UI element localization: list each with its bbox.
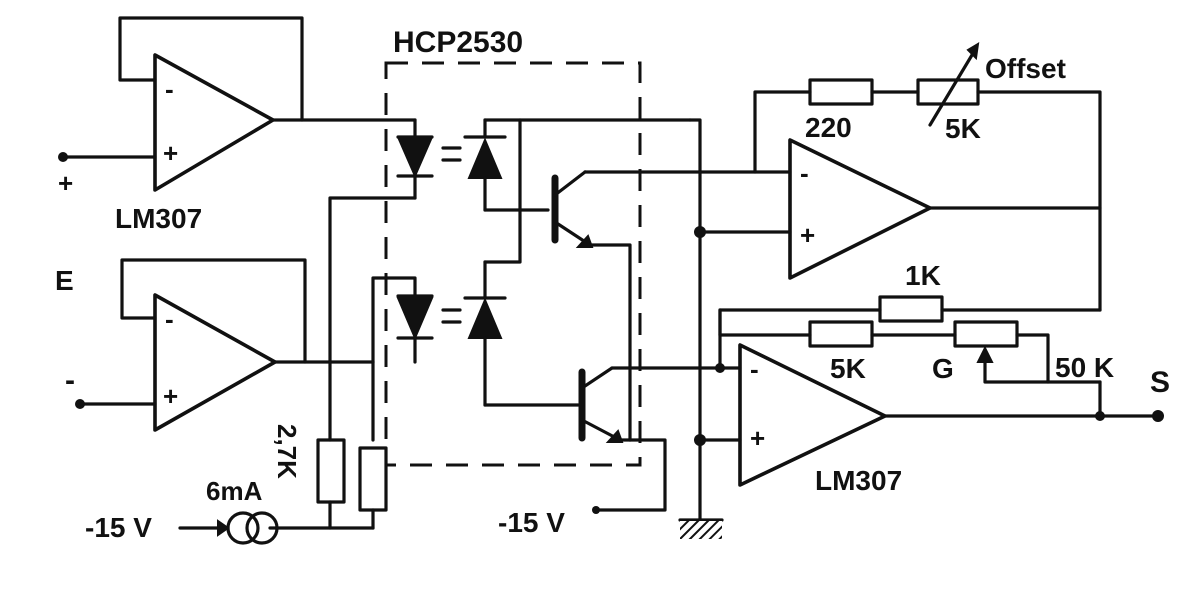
- supply-left-label: -15 V: [85, 512, 152, 543]
- svg-text:+: +: [163, 138, 178, 168]
- potentiometer-gain: [953, 320, 1102, 384]
- resistor-1k: [718, 295, 1102, 370]
- output-label: S: [1150, 366, 1170, 399]
- gain-label: G: [932, 353, 954, 384]
- transistor-1: [518, 118, 792, 522]
- photodiode-2: [463, 260, 580, 407]
- resistor-5k-offset-label: 5K: [945, 113, 981, 144]
- opamp-buffer-bottom: - +: [153, 293, 277, 432]
- input-plus-label: +: [58, 168, 73, 198]
- svg-text:+: +: [163, 381, 178, 411]
- input-name-label: E: [55, 265, 74, 296]
- svg-text:+: +: [750, 423, 765, 453]
- current-source: [178, 511, 279, 545]
- resistor-5k-gain-label: 5K: [830, 353, 866, 384]
- svg-text:-: -: [750, 354, 759, 384]
- offset-feedback-wire: [753, 90, 812, 174]
- light-arrows-1: [441, 146, 462, 162]
- supply-mid-label: -15 V: [498, 507, 565, 538]
- feedback-wire-bottom: [75, 258, 375, 409]
- current-source-label: 6mA: [206, 476, 263, 506]
- potentiometer-offset: [916, 42, 1102, 312]
- resistor-2-7k-left: [316, 438, 346, 530]
- led-2: [371, 276, 434, 442]
- resistor-2-7k-right: [358, 446, 388, 530]
- feedback-wire-top: [58, 16, 417, 162]
- opamp-buffer-top: - +: [153, 53, 275, 192]
- photodiode-1: [463, 118, 550, 264]
- resistor-2-7k-label: 2,7K: [272, 424, 302, 479]
- optocoupler-label: HCP2530: [393, 26, 523, 59]
- opamp-top-left-label: LM307: [115, 203, 202, 234]
- resistor-220: [808, 78, 920, 106]
- led-1: [328, 118, 434, 442]
- resistor-1k-label: 1K: [905, 260, 941, 291]
- output-terminal: [1152, 410, 1164, 422]
- svg-text:-: -: [800, 158, 809, 188]
- svg-text:-: -: [165, 74, 174, 104]
- resistor-5k-gain: [808, 320, 957, 348]
- ground-symbol: [678, 518, 724, 539]
- input-minus-label: -: [65, 364, 75, 397]
- light-arrows-2: [441, 308, 462, 324]
- opamp-bottom-right: - +: [738, 343, 887, 487]
- opamp-top-right: - +: [788, 138, 932, 280]
- optocoupler-package: [384, 61, 642, 467]
- opamp-bottom-right-label: LM307: [815, 465, 902, 496]
- svg-text:-: -: [165, 304, 174, 334]
- resistor-50k-label: 50 K: [1055, 352, 1114, 383]
- resistor-220-label: 220: [805, 112, 852, 143]
- svg-text:+: +: [800, 220, 815, 250]
- offset-label: Offset: [985, 53, 1066, 84]
- supply-mid-terminal: [592, 506, 600, 514]
